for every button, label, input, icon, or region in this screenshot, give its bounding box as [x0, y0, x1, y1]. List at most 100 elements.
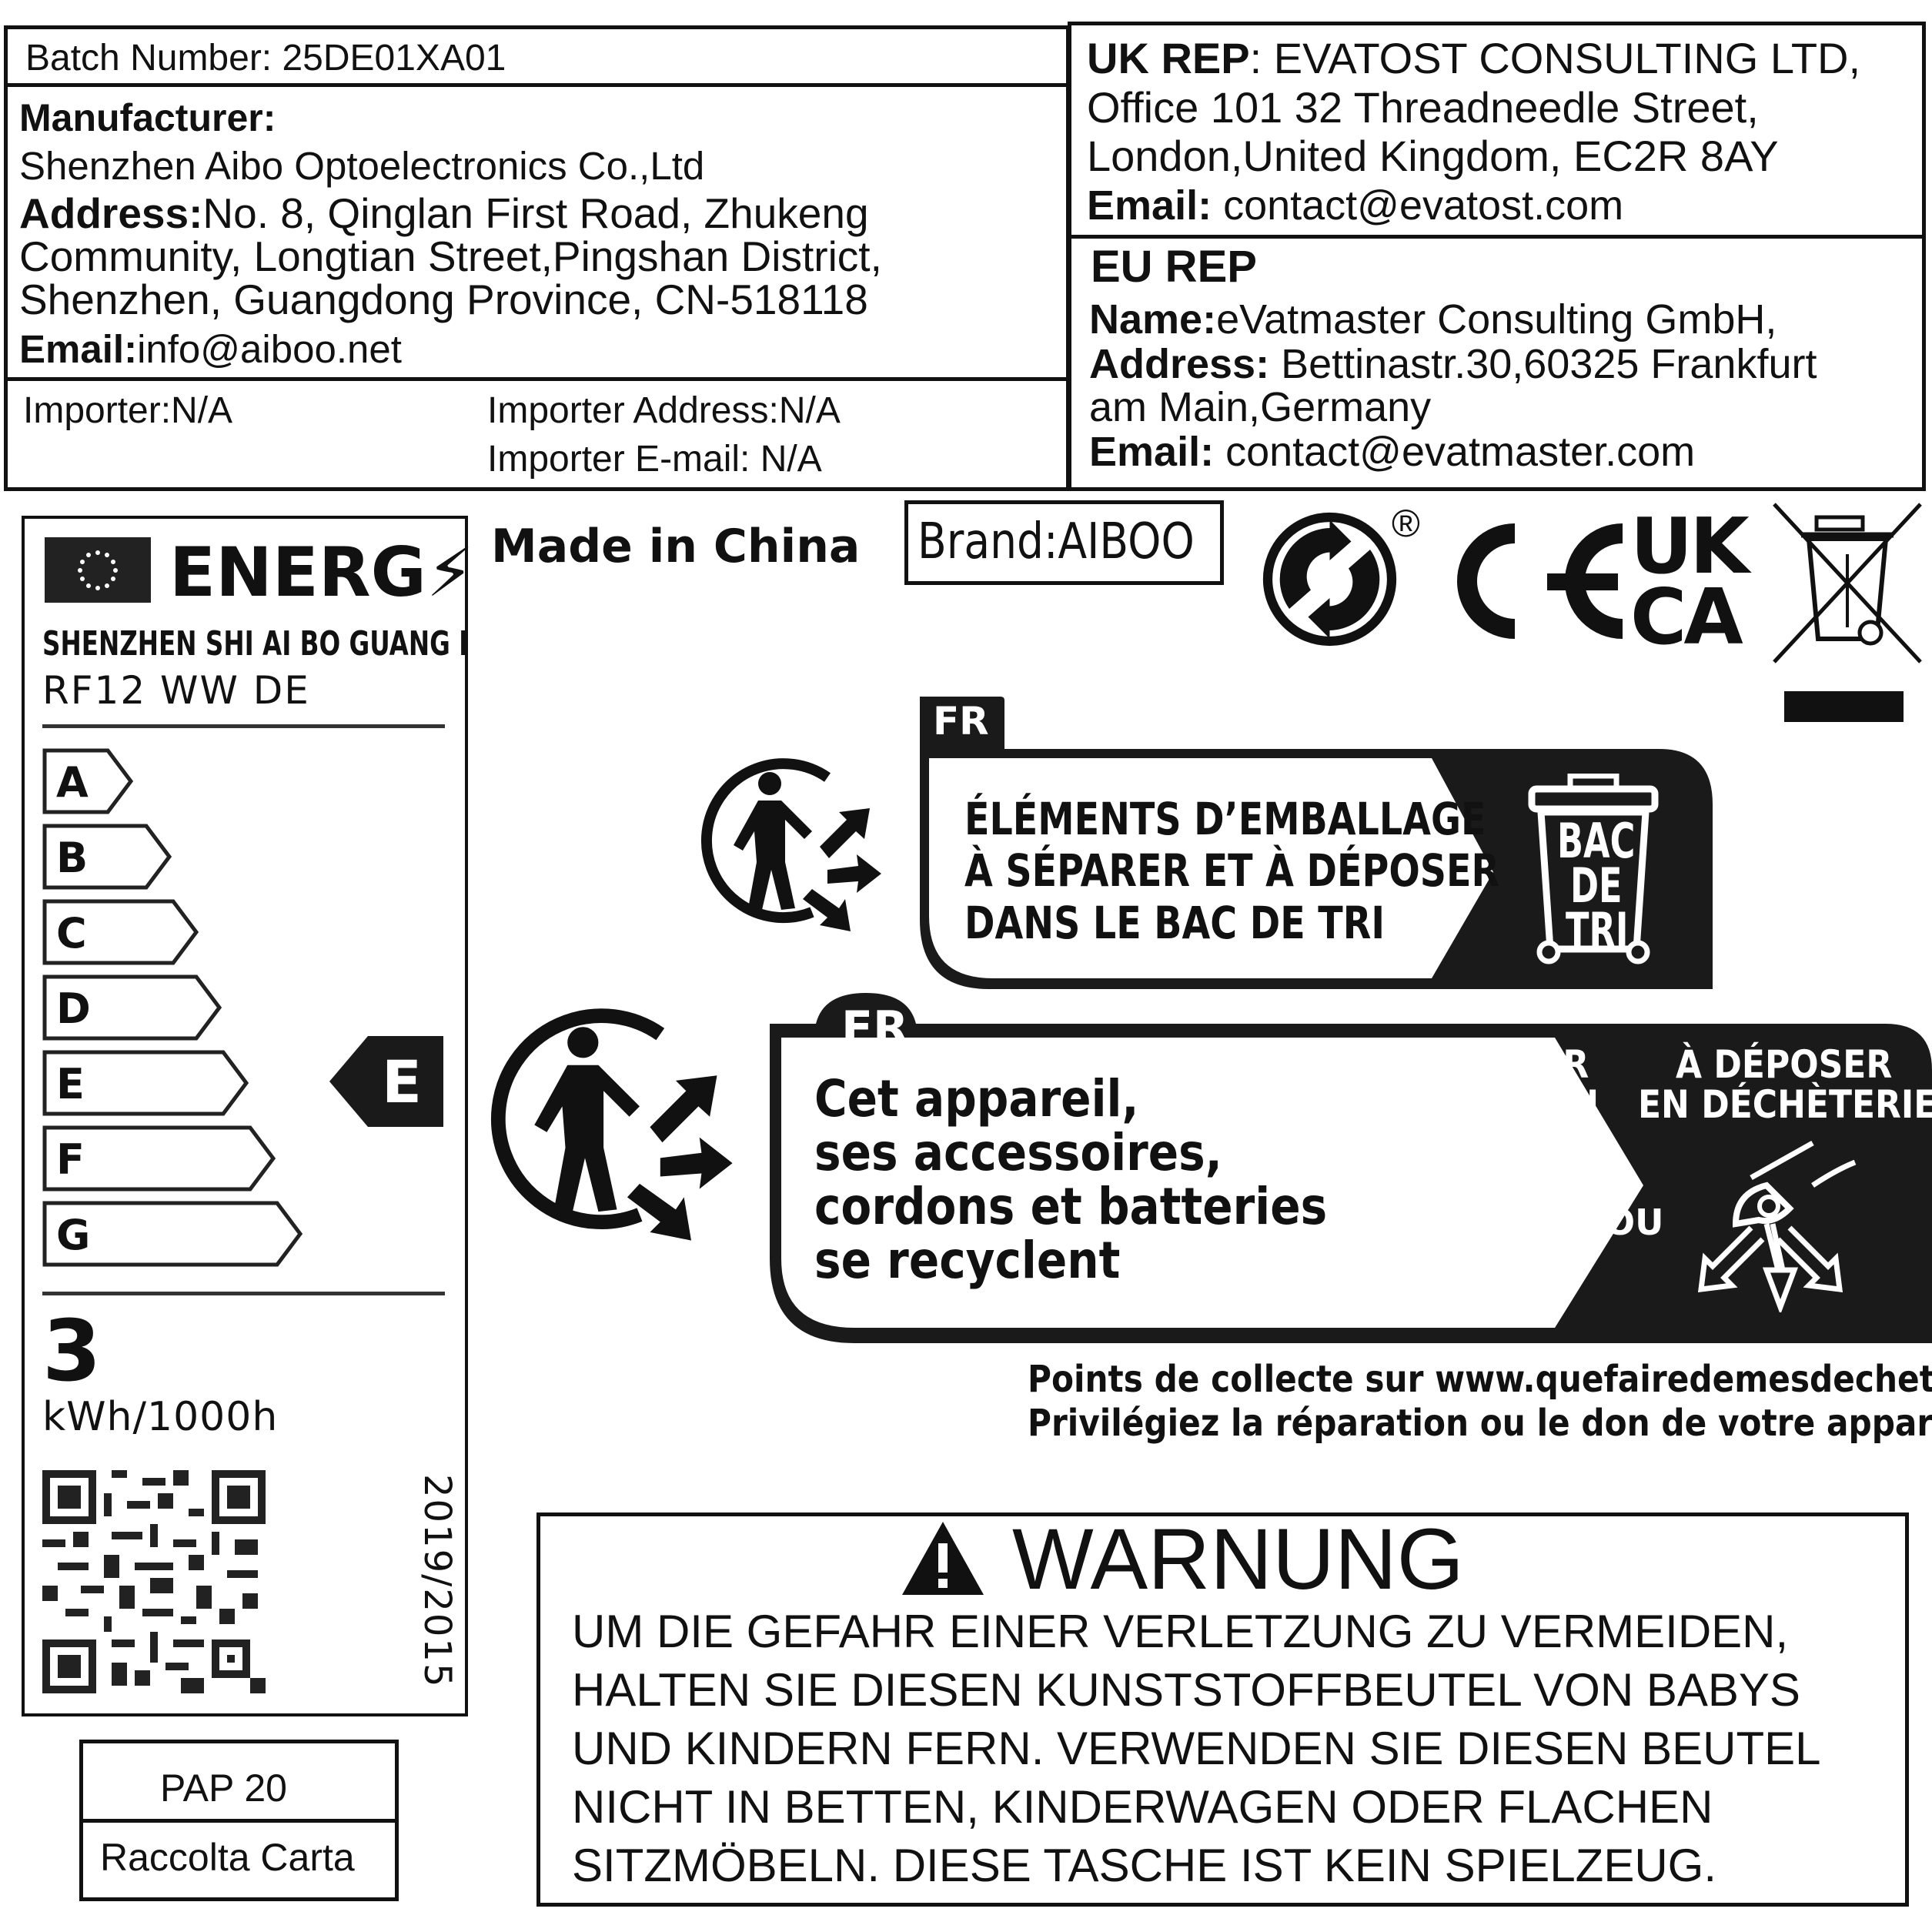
uk-rep-email: Email: contact@evatost.com: [1087, 185, 1623, 226]
energy-label: [22, 516, 468, 1716]
warning-line: HALTEN SIE DIESEN KUNSTSTOFFBEUTEL VON B…: [572, 1664, 1800, 1716]
ce-mark-icon: [1432, 520, 1636, 643]
bin-label: BAC: [1557, 813, 1636, 869]
device-line: Cet appareil,: [814, 1069, 1139, 1128]
energy-class-a: A: [42, 748, 135, 814]
eu-rep-address-line: am Main,Germany: [1089, 384, 1432, 430]
energy-class-letter: E: [56, 1060, 85, 1108]
selected-class-letter: E: [382, 1048, 422, 1116]
address-line: Shenzhen, Guangdong Province, CN-518118: [19, 276, 868, 323]
energy-class-letter: F: [56, 1135, 85, 1184]
energy-class-letter: D: [56, 984, 91, 1033]
eu-rep-name: Name:eVatmaster Consulting GmbH,: [1089, 299, 1777, 340]
collection-points: Points de collecte sur www.quefairedemes…: [1028, 1358, 1932, 1401]
green-dot-icon: [1262, 512, 1397, 647]
warning-line: SITZMÖBELN. DIESE TASCHE IST KEIN SPIELZ…: [572, 1840, 1717, 1891]
recycling-center-icon: [1697, 1139, 1863, 1315]
repair-advice: Privilégiez la réparation ou le don de v…: [1028, 1402, 1932, 1445]
address-value: No. 8, Qinglan First Road, Zhukeng: [202, 189, 869, 237]
email-label: Email:: [1087, 182, 1212, 229]
fr-tag: FR: [841, 1001, 909, 1055]
fr-tag: FR: [933, 699, 989, 744]
manufacturer-heading: Manufacturer:: [19, 96, 276, 139]
uk-rep-line: UK REP: EVATOST CONSULTING LTD,: [1087, 37, 1860, 80]
energy-class-f: F: [42, 1125, 277, 1192]
lightning-icon: ⚡: [426, 533, 474, 612]
eu-flag-icon: [45, 537, 151, 603]
sorting-bin-icon: [1524, 773, 1663, 966]
importer-address: Importer Address:N/A: [487, 390, 841, 431]
brand-box: [904, 500, 1224, 585]
packaging-line: DANS LE BAC DE TRI: [964, 897, 1385, 949]
weee-crossed-bin-icon: [1770, 500, 1924, 666]
uk-rep-label: UK REP: [1087, 34, 1250, 82]
eu-rep-email: Email: contact@evatmaster.com: [1089, 431, 1695, 473]
warning-line: UM DIE GEFAHR EINER VERLETZUNG ZU VERMEI…: [572, 1606, 1789, 1657]
uk-rep-name: : EVATOST CONSULTING LTD,: [1249, 34, 1861, 82]
address-line: Community, Longtian Street,Pingshan Dist…: [19, 232, 882, 280]
divider: [42, 1292, 445, 1295]
energy-class-g: G: [42, 1201, 304, 1267]
bin-label: DE: [1570, 857, 1623, 914]
brand: Brand:AIBOO: [918, 513, 1195, 570]
supplier-name: SHENZHEN SHI AI BO GUANG DIAN YO: [42, 627, 466, 663]
pap-label: Raccolta Carta: [100, 1836, 355, 1879]
importer: Importer:N/A: [23, 390, 233, 431]
eu-rep-label: EU REP: [1091, 242, 1257, 292]
divider: [42, 724, 445, 728]
uk-rep-address: London,United Kingdom, EC2R 8AY: [1087, 132, 1779, 180]
warning-line: UND KINDERN FERN. VERWENDEN SIE DIESEN B…: [572, 1723, 1821, 1774]
divider: [1068, 235, 1926, 239]
warning-line: NICHT IN BETTEN, KINDERWAGEN ODER FLACHE…: [572, 1781, 1713, 1833]
energy-class-letter: A: [56, 758, 89, 807]
rep-panel: [1068, 22, 1926, 491]
selected-class-indicator: E: [329, 1036, 443, 1127]
energy-unit: kWh/1000h: [42, 1394, 279, 1440]
device-line: cordons et batteries: [814, 1177, 1328, 1236]
email-label: Email:: [19, 327, 138, 371]
energy-class-b: B: [42, 824, 173, 890]
weee-bar: [1784, 691, 1904, 722]
device-line: ses accessoires,: [814, 1123, 1222, 1182]
pap-code: PAP 20: [160, 1767, 287, 1810]
triman-icon: [697, 747, 889, 939]
address-value: Bettinastr.30,60325 Frankfurt: [1269, 341, 1817, 387]
eu-rep-address: Address: Bettinastr.30,60325 Frankfurt: [1089, 343, 1817, 385]
regulation-number: 2019/2015: [416, 1474, 459, 1689]
address-label: Address:: [19, 189, 203, 237]
dump-label: À DÉPOSER: [1676, 1042, 1893, 1087]
packaging-line: ÉLÉMENTS D’EMBALLAGE: [964, 793, 1486, 845]
triman-packaging-banner: [920, 697, 1713, 989]
triman-icon: [485, 993, 743, 1251]
divider: [4, 377, 1070, 381]
energy-class-d: D: [42, 974, 223, 1041]
email-value: contact@evatost.com: [1212, 182, 1624, 229]
manufacturer-email: Email:info@aiboo.net: [19, 329, 402, 369]
dump-label: EN DÉCHÈTERIE: [1638, 1082, 1932, 1127]
divider: [79, 1819, 399, 1823]
divider: [4, 83, 1070, 87]
warning-box: [536, 1513, 1909, 1907]
or-label: OU: [1605, 1202, 1664, 1243]
store-label: EN MAGASIN: [1356, 1082, 1599, 1127]
bin-label: TRI: [1566, 902, 1629, 958]
manufacturer-address: Address:No. 8, Qinglan First Road, Zhuke…: [19, 192, 869, 235]
name-label: Name:: [1089, 296, 1217, 343]
registered-mark: ®: [1392, 502, 1420, 545]
name-value: eVatmaster Consulting GmbH,: [1216, 296, 1777, 343]
warning-triangle-icon: [901, 1520, 985, 1597]
store-label: À DÉPOSER: [1372, 1042, 1589, 1087]
model-identifier: RF12 WW DE: [42, 668, 310, 713]
energy-consumption: 3: [42, 1302, 102, 1400]
importer-email: Importer E-mail: N/A: [487, 439, 822, 480]
store-icon: [1376, 1135, 1568, 1316]
triman-device-banner: [770, 993, 1932, 1343]
supplier-name-clip: SHENZHEN SHI AI BO GUANG DIAN YO: [42, 627, 466, 666]
energy-class-e: E: [42, 1050, 250, 1116]
ukca-top: UK: [1630, 501, 1750, 591]
warning-title: WARNUNG: [1012, 1511, 1464, 1607]
packaging-line: À SÉPARER ET À DÉPOSER: [964, 844, 1500, 897]
energy-title: ENERG⚡: [169, 539, 474, 607]
energy-class-letter: G: [56, 1211, 91, 1259]
made-in-china: Made in China: [491, 520, 861, 573]
